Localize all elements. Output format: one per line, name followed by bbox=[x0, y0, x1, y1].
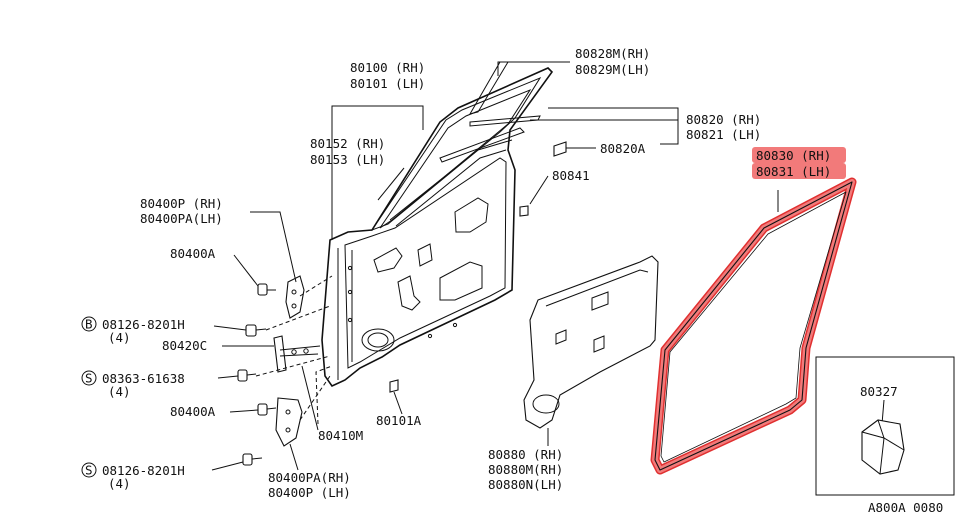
label-s08126: 08126-8201H bbox=[102, 463, 185, 478]
s-symbol-2: S bbox=[85, 463, 93, 478]
weatherstrip-seal-highlighted bbox=[650, 177, 857, 475]
label-highlight-80831 bbox=[752, 163, 846, 179]
label-80820: 80820 (RH) bbox=[686, 112, 761, 127]
screw-icon bbox=[242, 453, 263, 466]
s-symbol-1: S bbox=[85, 371, 93, 386]
label-s08126-qty: (4) bbox=[108, 476, 131, 491]
label-s08363: 08363-61638 bbox=[102, 371, 185, 386]
label-80101: 80101 (LH) bbox=[350, 76, 425, 91]
inset-detail-box bbox=[815, 356, 955, 496]
label-80880: 80880 (RH) bbox=[488, 447, 563, 462]
label-80153: 80153 (LH) bbox=[310, 152, 385, 167]
hinge-parts bbox=[273, 275, 321, 447]
label-80400a-top: 80400A bbox=[170, 246, 216, 261]
label-highlight-80830 bbox=[752, 147, 846, 163]
door-trim-panel bbox=[523, 255, 659, 429]
label-80880n: 80880N(LH) bbox=[488, 477, 563, 492]
bolt-icon bbox=[245, 324, 267, 337]
label-80821: 80821 (LH) bbox=[686, 127, 761, 142]
s-symbol-circle-2 bbox=[81, 462, 97, 478]
s-symbol-circle-1 bbox=[81, 370, 97, 386]
label-80828m: 80828M(RH) bbox=[575, 46, 650, 61]
label-b08126-qty: (4) bbox=[108, 330, 131, 345]
label-80400pa-rh: 80400PA(RH) bbox=[268, 470, 351, 485]
label-b08126: 08126-8201H bbox=[102, 317, 185, 332]
label-80100: 80100 (RH) bbox=[350, 60, 425, 75]
plug-icon bbox=[519, 205, 529, 217]
label-80829m: 80829M(LH) bbox=[575, 62, 650, 77]
label-80820a: 80820A bbox=[600, 141, 646, 156]
leader-lines bbox=[211, 61, 885, 471]
label-80327: 80327 bbox=[860, 384, 898, 399]
clip-icon bbox=[553, 141, 567, 157]
label-80410m: 80410M bbox=[318, 428, 363, 443]
bolt-icon bbox=[257, 403, 277, 416]
label-80880m: 80880M(RH) bbox=[488, 462, 563, 477]
door-shell bbox=[321, 67, 554, 388]
label-80830: 80830 (RH) bbox=[756, 148, 831, 163]
b-symbol-circle bbox=[81, 316, 97, 332]
label-80831: 80831 (LH) bbox=[756, 164, 831, 179]
label-80400pa: 80400PA(LH) bbox=[140, 211, 223, 226]
label-80400a-bottom: 80400A bbox=[170, 404, 216, 419]
label-80101a: 80101A bbox=[376, 413, 422, 428]
label-80400p: 80400P (RH) bbox=[140, 196, 223, 211]
screw-icon bbox=[237, 369, 257, 382]
label-80152: 80152 (RH) bbox=[310, 136, 385, 151]
figure-code: A800A 0080 bbox=[868, 500, 943, 515]
label-80400p-lh: 80400P (LH) bbox=[268, 485, 351, 500]
label-s08363-qty: (4) bbox=[108, 384, 131, 399]
window-moldings bbox=[439, 61, 541, 163]
b-symbol: B bbox=[85, 317, 93, 332]
clip-icon bbox=[389, 379, 399, 393]
bolt-icon bbox=[257, 283, 276, 296]
label-80420c: 80420C bbox=[162, 338, 207, 353]
label-80841: 80841 bbox=[552, 168, 590, 183]
